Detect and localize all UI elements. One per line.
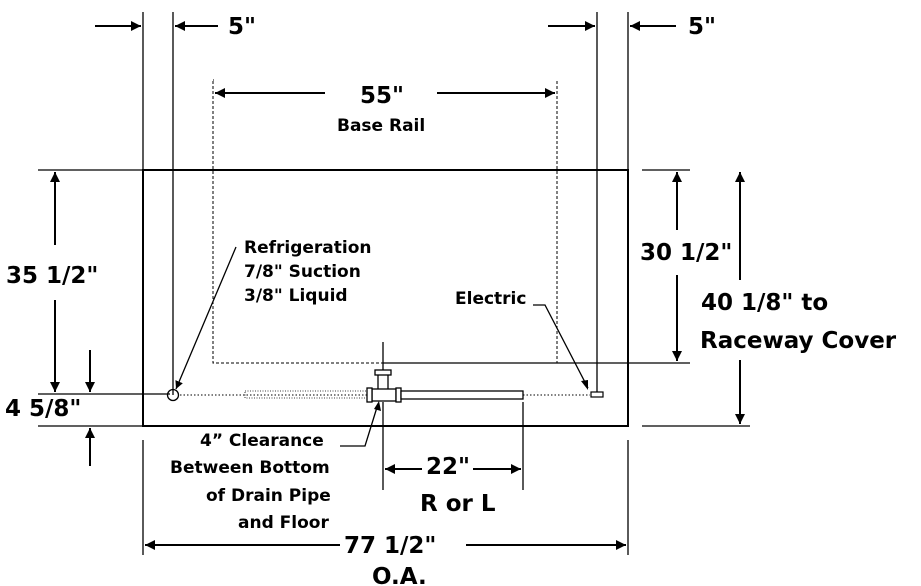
clearance-leader-arrow bbox=[374, 401, 381, 411]
base-rail-width-label: 55" bbox=[360, 83, 404, 109]
raceway-label-line1: 40 1/8" to bbox=[701, 290, 828, 316]
drain-fitting-right bbox=[395, 387, 402, 403]
drain-tee bbox=[371, 388, 397, 402]
left-offset-label: 5" bbox=[228, 14, 256, 40]
drain-horizontal-pipe bbox=[400, 390, 524, 400]
refrigeration-leader bbox=[175, 246, 237, 390]
electric-leader bbox=[533, 304, 589, 389]
right-offset-label: 5" bbox=[688, 14, 716, 40]
electric-label: Electric bbox=[455, 289, 526, 309]
rail-height-label: 30 1/2" bbox=[640, 240, 732, 266]
drain-fitting-left bbox=[366, 387, 373, 403]
clearance-line3: of Drain Pipe bbox=[206, 486, 331, 506]
drain-side-label: R or L bbox=[420, 491, 496, 517]
overall-width-label: 77 1/2" bbox=[344, 533, 436, 559]
clearance-line2: Between Bottom bbox=[170, 458, 330, 478]
raceway-label-line2: Raceway Cover bbox=[700, 328, 897, 354]
refrigeration-stub-icon bbox=[166, 388, 180, 402]
overall-width-abbr: O.A. bbox=[372, 564, 427, 586]
drain-cap bbox=[374, 369, 392, 376]
refrigeration-label: Refrigeration bbox=[244, 238, 372, 258]
suction-label: 7/8" Suction bbox=[244, 262, 361, 282]
clearance-line4: and Floor bbox=[238, 513, 329, 533]
drain-length-label: 22" bbox=[426, 454, 470, 480]
overall-height-label: 35 1/2" bbox=[6, 263, 98, 289]
liquid-label: 3/8" Liquid bbox=[244, 286, 348, 306]
floor-offset-label: 4 5/8" bbox=[5, 396, 81, 422]
electric-leader-arrow bbox=[581, 380, 588, 390]
clearance-leader bbox=[340, 403, 379, 447]
clearance-line1: 4” Clearance bbox=[200, 431, 324, 451]
base-rail-label: Base Rail bbox=[337, 116, 425, 136]
electric-stub-icon bbox=[590, 391, 604, 398]
